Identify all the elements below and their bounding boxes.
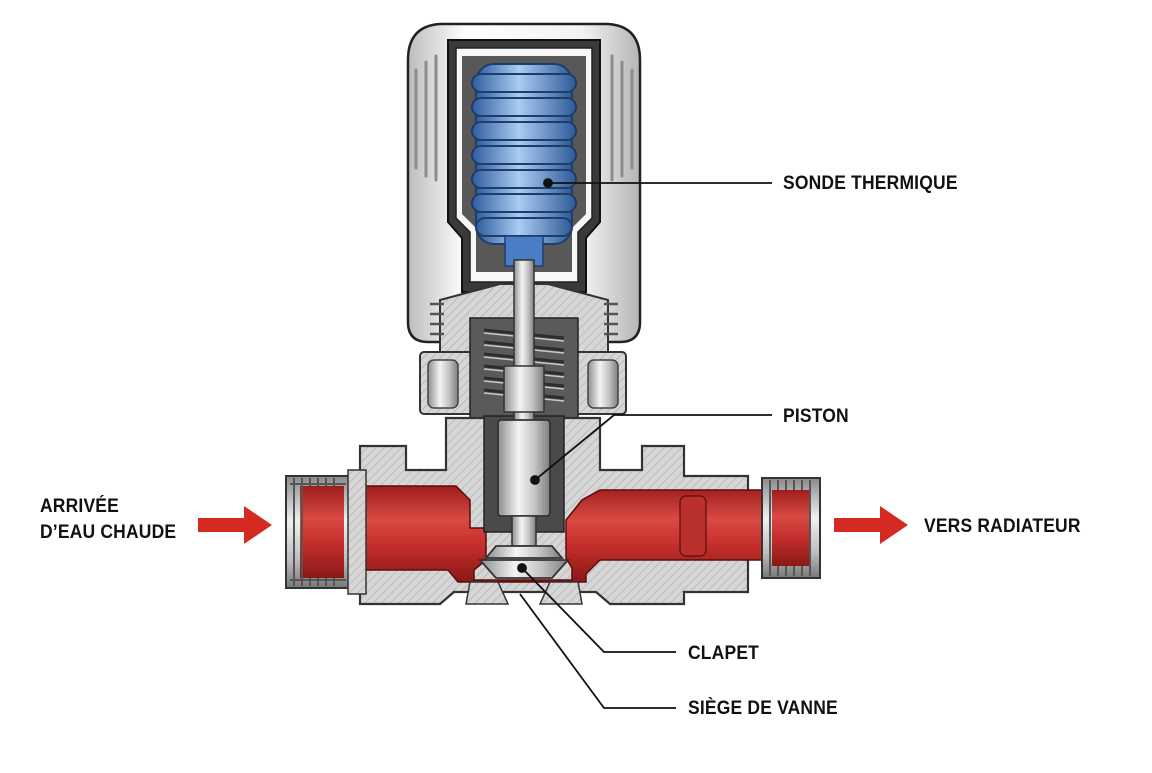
leader-lines xyxy=(517,178,772,709)
stem-piston xyxy=(477,259,571,579)
label-arrivee-line2: D’EAU CHAUDE xyxy=(40,522,177,543)
leader-siege xyxy=(519,593,676,709)
inlet-connector xyxy=(285,469,367,595)
valve-body xyxy=(329,415,783,606)
leader-piston xyxy=(534,414,772,481)
inlet-arrow-icon xyxy=(198,506,272,544)
valve-seat xyxy=(465,581,583,605)
label-piston: PISTON xyxy=(783,406,849,427)
label-vers-radiateur: VERS RADIATEUR xyxy=(924,516,1081,537)
bellows-sensor xyxy=(471,63,577,267)
leader-clapet xyxy=(521,567,676,653)
label-arrivee-line1: ARRIVÉE xyxy=(40,496,120,517)
label-clapet: CLAPET xyxy=(688,643,760,664)
label-sonde-thermique: SONDE THERMIQUE xyxy=(783,173,958,194)
label-siege-de-vanne: SIÈGE DE VANNE xyxy=(688,698,838,719)
leader-piston-dot xyxy=(530,475,540,485)
leader-sonde-dot xyxy=(543,178,553,188)
outlet-arrow-icon xyxy=(834,506,908,544)
outlet-connector xyxy=(679,477,821,579)
leader-clapet-dot xyxy=(517,563,527,573)
label-arrivee-eau-chaude: ARRIVÉE D’EAU CHAUDE xyxy=(40,494,176,546)
